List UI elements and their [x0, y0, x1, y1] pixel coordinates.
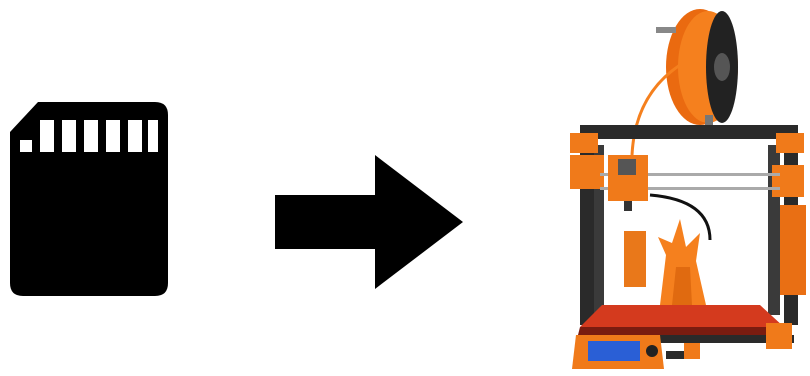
heated-bed — [580, 305, 784, 327]
right-arrow-icon — [275, 155, 463, 289]
printed-object — [658, 219, 706, 305]
lcd-screen — [588, 341, 640, 361]
lcd-knob-icon — [646, 345, 658, 357]
sd-card-icon — [10, 102, 168, 296]
top-frame — [580, 125, 798, 139]
filament-spool — [656, 9, 738, 129]
3d-printer-illustration — [540, 5, 810, 373]
lcd-controller — [572, 335, 664, 369]
